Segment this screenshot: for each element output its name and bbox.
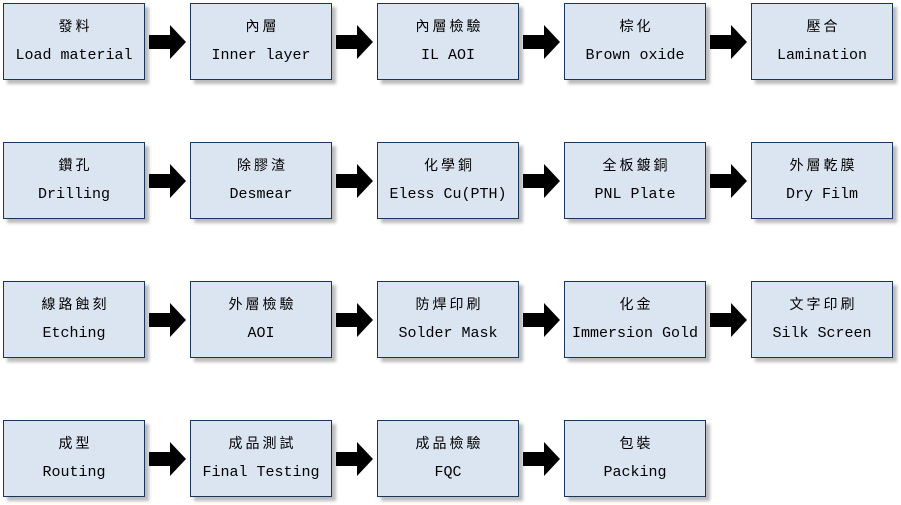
flow-arrow — [519, 420, 564, 497]
flow-arrow — [519, 142, 564, 219]
flow-arrow — [519, 281, 564, 358]
step-label-zh: 外層乾膜 — [789, 158, 858, 174]
step-label-zh: 防焊印刷 — [415, 297, 484, 313]
step-label-en: FQC — [434, 463, 462, 481]
process-flowchart: 發料 Load material 內層 Inner layer 內層檢驗 IL AOI 棕化… — [3, 3, 898, 497]
right-block-arrow-icon — [149, 163, 186, 198]
step-label-zh: 成品檢驗 — [415, 436, 484, 452]
right-block-arrow-icon — [710, 24, 747, 59]
step-label-zh: 化金 — [619, 297, 654, 313]
step-label-zh: 發料 — [58, 19, 93, 35]
flowchart-row: 鑽孔 Drilling 除膠渣 Desmear 化學銅 Eless Cu(PTH) 全板鍍銅… — [3, 142, 898, 219]
step-label-en: Eless Cu(PTH) — [389, 185, 507, 203]
step-label-en: Dry Film — [785, 185, 858, 203]
step-label-zh: 內層檢驗 — [415, 19, 484, 35]
step-label-zh: 外層檢驗 — [228, 297, 297, 313]
right-block-arrow-icon — [523, 24, 560, 59]
step-label-zh: 除膠渣 — [237, 158, 288, 174]
flow-arrow — [332, 281, 377, 358]
step-label-en: Brown oxide — [585, 46, 685, 64]
process-step-box: 成品檢驗 FQC — [377, 420, 519, 497]
flow-arrow — [519, 3, 564, 80]
step-label-zh: 成品測試 — [228, 436, 297, 452]
right-block-arrow-icon — [336, 302, 373, 337]
right-block-arrow-icon — [336, 441, 373, 476]
process-step-box: 文字印刷 Silk Screen — [751, 281, 893, 358]
step-label-zh: 成型 — [58, 436, 93, 452]
step-label-zh: 線路蝕刻 — [41, 297, 110, 313]
right-block-arrow-icon — [336, 24, 373, 59]
process-step-box: 成型 Routing — [3, 420, 145, 497]
step-label-zh: 壓合 — [806, 19, 841, 35]
step-label-zh: 文字印刷 — [789, 297, 858, 313]
step-label-en: Etching — [42, 324, 106, 342]
step-label-en: IL AOI — [420, 46, 475, 64]
flowchart-row: 線路蝕刻 Etching 外層檢驗 AOI 防焊印刷 Solder Mask 化金 Immer… — [3, 281, 898, 358]
step-label-en: Desmear — [229, 185, 293, 203]
step-label-en: PNL Plate — [594, 185, 676, 203]
right-block-arrow-icon — [523, 302, 560, 337]
flow-arrow — [706, 281, 751, 358]
flowchart-row: 成型 Routing 成品測試 Final Testing 成品檢驗 FQC 包裝 Packi… — [3, 420, 898, 497]
process-step-box: 除膠渣 Desmear — [190, 142, 332, 219]
process-step-box: 防焊印刷 Solder Mask — [377, 281, 519, 358]
step-label-zh: 化學銅 — [424, 158, 475, 174]
process-step-box: 發料 Load material — [3, 3, 145, 80]
step-label-en: Routing — [42, 463, 106, 481]
process-step-box: 化學銅 Eless Cu(PTH) — [377, 142, 519, 219]
flow-arrow — [332, 142, 377, 219]
process-step-box: 包裝 Packing — [564, 420, 706, 497]
right-block-arrow-icon — [523, 441, 560, 476]
step-label-en: Load material — [15, 46, 133, 64]
step-label-en: Inner layer — [211, 46, 311, 64]
process-step-box: 線路蝕刻 Etching — [3, 281, 145, 358]
step-label-en: Packing — [603, 463, 667, 481]
step-label-en: Immersion Gold — [571, 324, 699, 342]
right-block-arrow-icon — [336, 163, 373, 198]
right-block-arrow-icon — [149, 24, 186, 59]
right-block-arrow-icon — [523, 163, 560, 198]
flow-arrow — [706, 3, 751, 80]
right-block-arrow-icon — [149, 302, 186, 337]
step-label-en: Final Testing — [202, 463, 320, 481]
process-step-box: 外層乾膜 Dry Film — [751, 142, 893, 219]
process-step-box: 棕化 Brown oxide — [564, 3, 706, 80]
right-block-arrow-icon — [149, 441, 186, 476]
right-block-arrow-icon — [710, 302, 747, 337]
flowchart-row: 發料 Load material 內層 Inner layer 內層檢驗 IL AOI 棕化… — [3, 3, 898, 80]
step-label-en: Solder Mask — [398, 324, 498, 342]
process-step-box: 內層檢驗 IL AOI — [377, 3, 519, 80]
process-step-box: 化金 Immersion Gold — [564, 281, 706, 358]
flow-arrow — [332, 420, 377, 497]
step-label-zh: 棕化 — [619, 19, 654, 35]
step-label-zh: 內層 — [245, 19, 280, 35]
step-label-en: Drilling — [37, 185, 110, 203]
flow-arrow — [145, 420, 190, 497]
step-label-en: Lamination — [776, 46, 867, 64]
process-step-box: 壓合 Lamination — [751, 3, 893, 80]
process-step-box: 鑽孔 Drilling — [3, 142, 145, 219]
flow-arrow — [706, 142, 751, 219]
flow-arrow — [145, 142, 190, 219]
process-step-box: 內層 Inner layer — [190, 3, 332, 80]
process-step-box: 成品測試 Final Testing — [190, 420, 332, 497]
step-label-zh: 鑽孔 — [58, 158, 93, 174]
process-step-box: 外層檢驗 AOI — [190, 281, 332, 358]
step-label-zh: 包裝 — [619, 436, 654, 452]
flow-arrow — [332, 3, 377, 80]
right-block-arrow-icon — [710, 163, 747, 198]
flow-arrow — [145, 281, 190, 358]
step-label-en: AOI — [247, 324, 275, 342]
step-label-zh: 全板鍍銅 — [602, 158, 671, 174]
flow-arrow — [145, 3, 190, 80]
step-label-en: Silk Screen — [772, 324, 872, 342]
process-step-box: 全板鍍銅 PNL Plate — [564, 142, 706, 219]
